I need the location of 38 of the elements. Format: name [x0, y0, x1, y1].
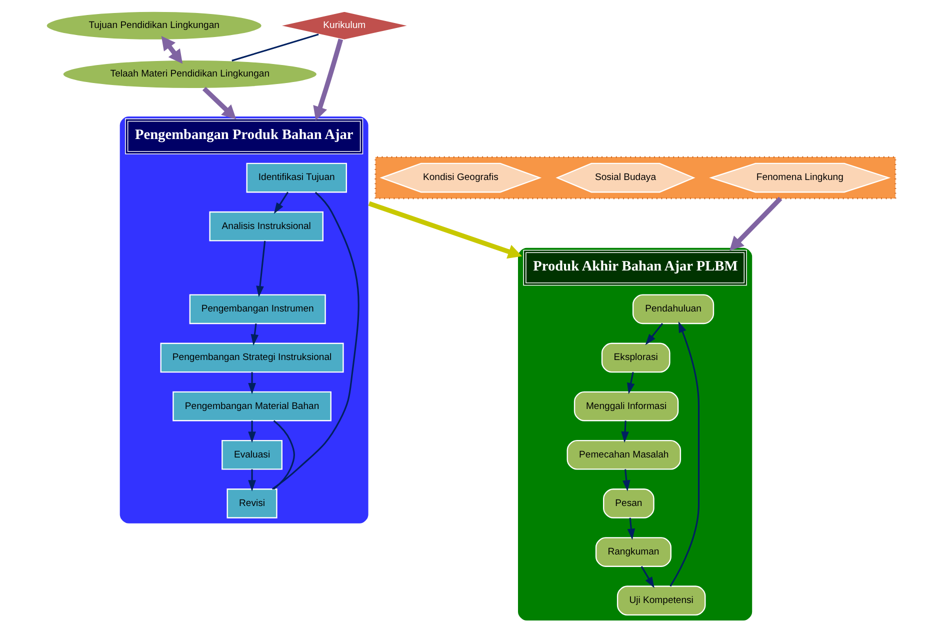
arrow [256, 240, 266, 298]
connector [232, 34, 319, 62]
node-box: Pengembangan Material Bahan [172, 391, 332, 422]
arrow [627, 518, 636, 540]
arrow [368, 201, 522, 259]
node-box: Eksplorasi [601, 342, 670, 373]
node-box: Identifikasi Tujuan [246, 162, 347, 193]
node-ellipse: Telaah Materi Pendidikan Lingkungan [62, 59, 318, 90]
arrow [274, 192, 289, 214]
arrow [621, 420, 629, 443]
arrow [645, 323, 664, 346]
node-box: Revisi [226, 488, 278, 518]
arrow [202, 86, 236, 120]
arrow [670, 321, 700, 587]
node-box: Pengembangan Instrumen [189, 294, 326, 324]
node-box: Rangkuman [595, 537, 672, 567]
cluster [374, 156, 896, 200]
node-box: Pemecahan Masalah [566, 440, 682, 470]
node-box: Analisis Instruksional [209, 211, 324, 242]
connector [272, 192, 360, 490]
node-box: Pesan [603, 488, 654, 518]
arrow [248, 420, 256, 443]
node-box: Uji Kompetensi [616, 586, 706, 616]
arrow [248, 372, 256, 394]
arrow [250, 323, 259, 346]
node-box: Pendahuluan [632, 294, 714, 324]
connector [273, 420, 295, 490]
node-box: Pengembangan Strategi Instruksional [160, 342, 344, 373]
arrow [730, 196, 782, 251]
node-box: Evaluasi [222, 440, 282, 470]
arrow [622, 469, 630, 492]
arrow [248, 469, 256, 492]
arrow [640, 566, 654, 588]
arrow [313, 38, 344, 121]
node-ellipse: Tujuan Pendidikan Lingkungan [46, 10, 263, 41]
node-box: Menggali Informasi [574, 391, 679, 422]
arrow [161, 36, 183, 64]
arrow [627, 372, 635, 394]
